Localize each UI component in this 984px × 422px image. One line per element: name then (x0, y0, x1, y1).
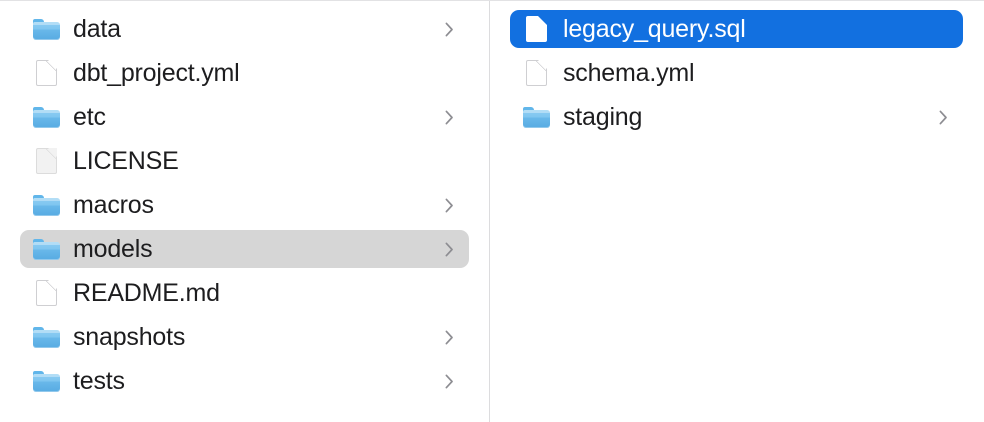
file-row[interactable]: schema.yml (510, 54, 963, 92)
file-row[interactable]: staging (510, 98, 963, 136)
folder-icon (31, 14, 61, 44)
chevron-right-icon[interactable] (443, 372, 455, 390)
document-plain-icon (31, 146, 61, 176)
file-row-label: schema.yml (563, 59, 695, 87)
file-row-label: etc (73, 103, 106, 131)
file-row[interactable]: LICENSE (20, 142, 469, 180)
file-row[interactable]: snapshots (20, 318, 469, 356)
file-row[interactable]: etc (20, 98, 469, 136)
chevron-right-icon[interactable] (443, 196, 455, 214)
chevron-right-icon[interactable] (443, 328, 455, 346)
chevron-right-icon[interactable] (443, 20, 455, 38)
folder-icon (31, 234, 61, 264)
file-row-label: tests (73, 367, 125, 395)
file-row-label: staging (563, 103, 643, 131)
file-row[interactable]: models (20, 230, 469, 268)
file-row-label: snapshots (73, 323, 186, 351)
chevron-right-icon[interactable] (443, 108, 455, 126)
file-row-label: README.md (73, 279, 220, 307)
document-icon (31, 278, 61, 308)
folder-icon (31, 366, 61, 396)
file-browser-column-2[interactable]: legacy_query.sql schema.yml staging (490, 1, 983, 422)
file-row-label: models (73, 235, 153, 263)
folder-icon (521, 102, 551, 132)
chevron-right-icon[interactable] (937, 108, 949, 126)
file-row[interactable]: dbt_project.yml (20, 54, 469, 92)
file-row[interactable]: legacy_query.sql (510, 10, 963, 48)
folder-icon (31, 102, 61, 132)
file-row[interactable]: tests (20, 362, 469, 400)
folder-icon (31, 190, 61, 220)
file-row-label: macros (73, 191, 154, 219)
file-row[interactable]: data (20, 10, 469, 48)
document-icon (521, 14, 551, 44)
file-row[interactable]: macros (20, 186, 469, 224)
document-icon (521, 58, 551, 88)
file-row-label: dbt_project.yml (73, 59, 240, 87)
folder-icon (31, 322, 61, 352)
file-row-label: LICENSE (73, 147, 179, 175)
file-row[interactable]: README.md (20, 274, 469, 312)
document-icon (31, 58, 61, 88)
file-row-label: data (73, 15, 121, 43)
chevron-right-icon[interactable] (443, 240, 455, 258)
file-row-label: legacy_query.sql (563, 15, 746, 43)
